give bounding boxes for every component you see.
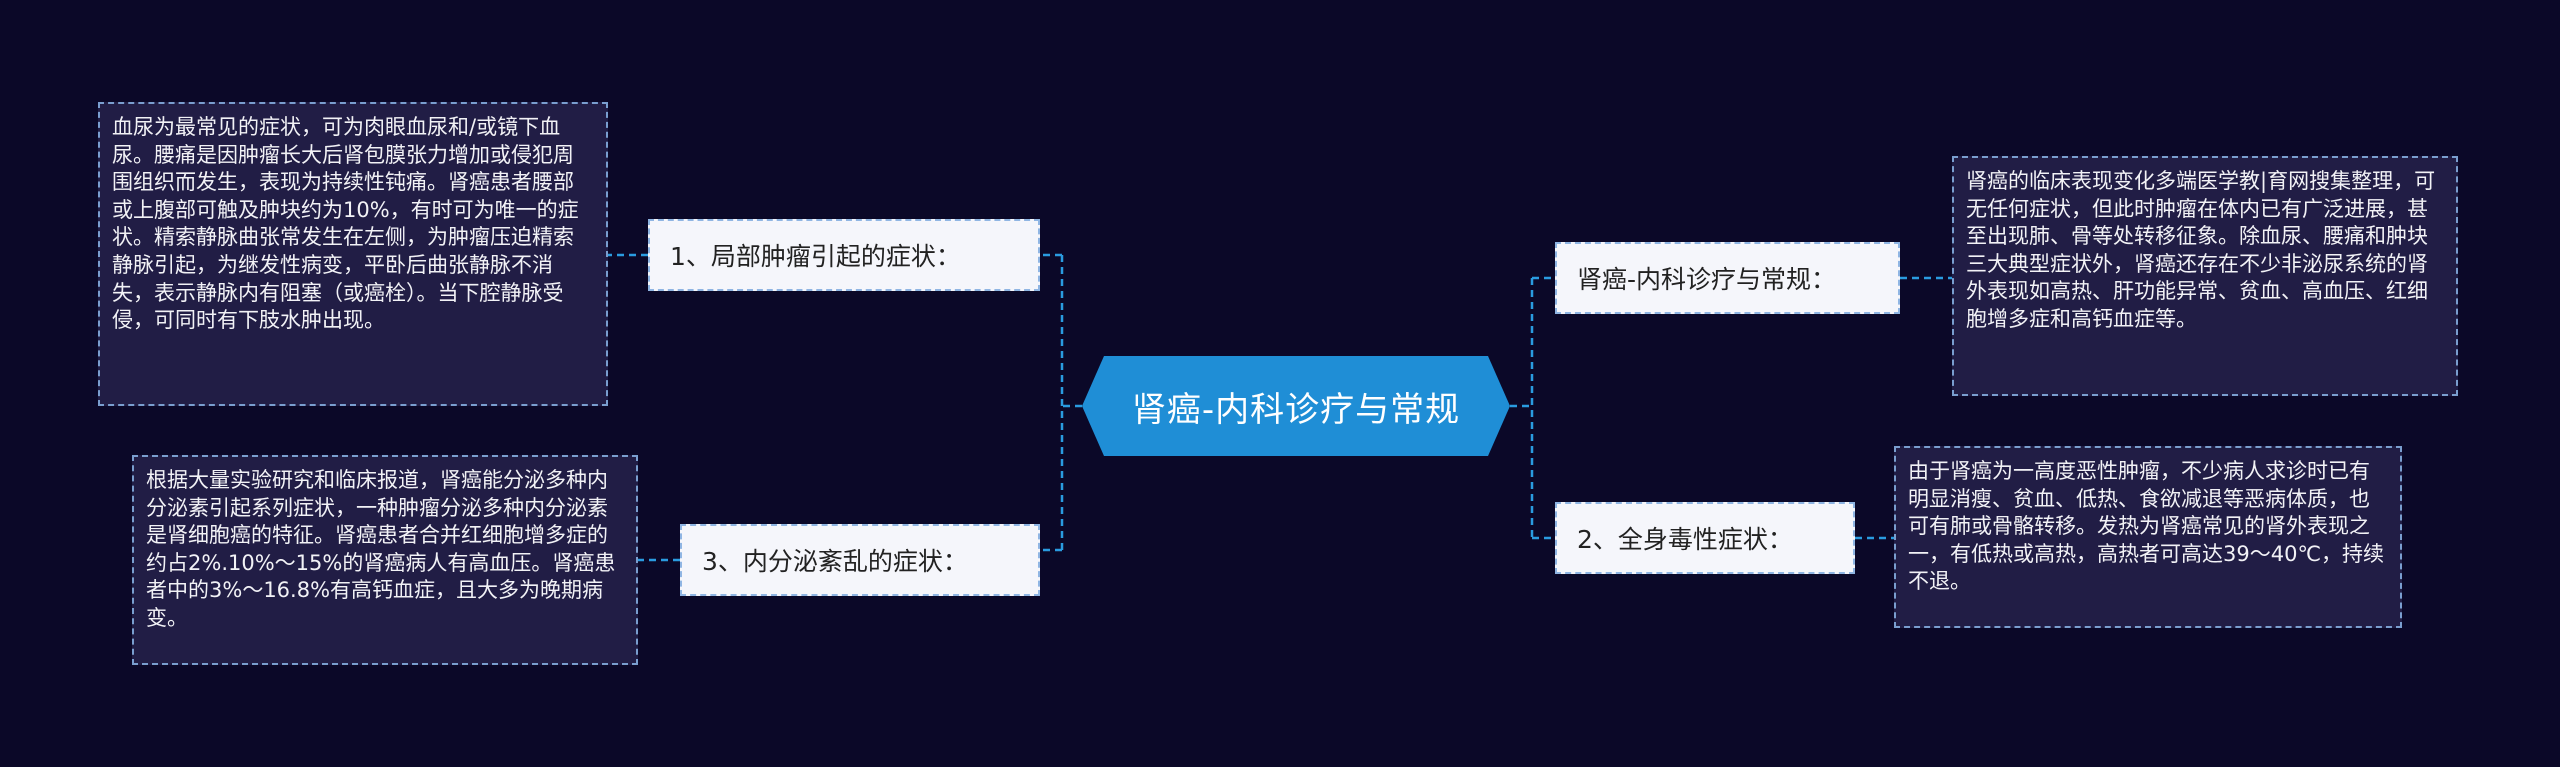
leaf-overview-text: 肾癌的临床表现变化多端医学教|育网搜集整理，可无任何症状，但此时肿瘤在体内已有广… [1966, 169, 2436, 331]
leaf-local-symptoms-text: 血尿为最常见的症状，可为肉眼血尿和/或镜下血尿。腰痛是因肿瘤长大后肾包膜张力增加… [112, 115, 579, 333]
branch-local-symptoms[interactable]: 1、局部肿瘤引起的症状： [648, 219, 1040, 291]
branch-overview[interactable]: 肾癌-内科诊疗与常规： [1555, 242, 1900, 314]
leaf-systemic-symptoms-text: 由于肾癌为一高度恶性肿瘤，不少病人求诊时已有明显消瘦、贫血、低热、食欲减退等恶病… [1908, 459, 2385, 594]
branch-endocrine-symptoms-label: 3、内分泌紊乱的症状： [702, 547, 968, 576]
center-topic[interactable]: 肾癌-内科诊疗与常规 [1082, 356, 1510, 456]
branch-local-symptoms-label: 1、局部肿瘤引起的症状： [670, 242, 961, 271]
branch-systemic-symptoms[interactable]: 2、全身毒性症状： [1555, 502, 1855, 574]
branch-overview-label: 肾癌-内科诊疗与常规： [1577, 265, 1837, 294]
leaf-endocrine-symptoms-text: 根据大量实验研究和临床报道，肾癌能分泌多种内分泌素引起系列症状，一种肿瘤分泌多种… [146, 468, 616, 630]
leaf-systemic-symptoms[interactable]: 由于肾癌为一高度恶性肿瘤，不少病人求诊时已有明显消瘦、贫血、低热、食欲减退等恶病… [1894, 446, 2402, 628]
center-topic-label: 肾癌-内科诊疗与常规 [1131, 389, 1461, 430]
leaf-local-symptoms[interactable]: 血尿为最常见的症状，可为肉眼血尿和/或镜下血尿。腰痛是因肿瘤长大后肾包膜张力增加… [98, 102, 608, 406]
branch-systemic-symptoms-label: 2、全身毒性症状： [1577, 525, 1793, 554]
leaf-overview[interactable]: 肾癌的临床表现变化多端医学教|育网搜集整理，可无任何症状，但此时肿瘤在体内已有广… [1952, 156, 2458, 396]
branch-endocrine-symptoms[interactable]: 3、内分泌紊乱的症状： [680, 524, 1040, 596]
leaf-endocrine-symptoms[interactable]: 根据大量实验研究和临床报道，肾癌能分泌多种内分泌素引起系列症状，一种肿瘤分泌多种… [132, 455, 638, 665]
